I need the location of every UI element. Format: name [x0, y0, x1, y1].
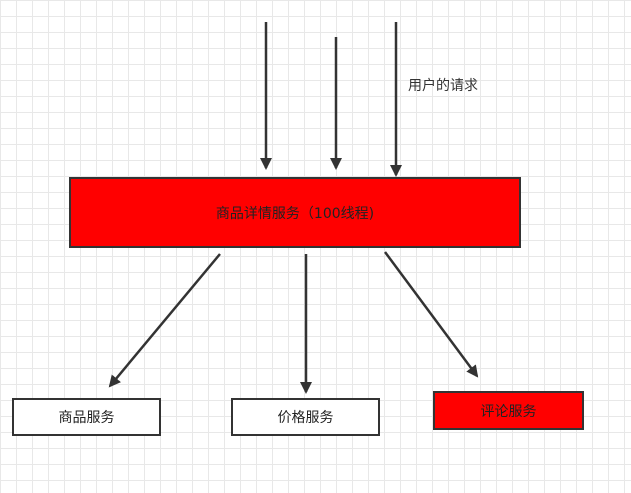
call-arrow-review: [383, 251, 479, 378]
product-service-box: 商品服务: [12, 398, 161, 436]
product-detail-service-label: 商品详情服务（100线程): [215, 205, 375, 222]
product-detail-service-box: 商品详情服务（100线程): [69, 177, 521, 248]
call-arrow-product: [108, 253, 221, 388]
price-service-box: 价格服务: [231, 398, 380, 436]
review-service-box: 评论服务: [433, 391, 584, 430]
request-label: 用户的请求: [408, 78, 478, 94]
review-service-label: 评论服务: [480, 403, 537, 420]
product-service-label: 商品服务: [58, 410, 115, 426]
price-service-label: 价格服务: [277, 410, 334, 426]
